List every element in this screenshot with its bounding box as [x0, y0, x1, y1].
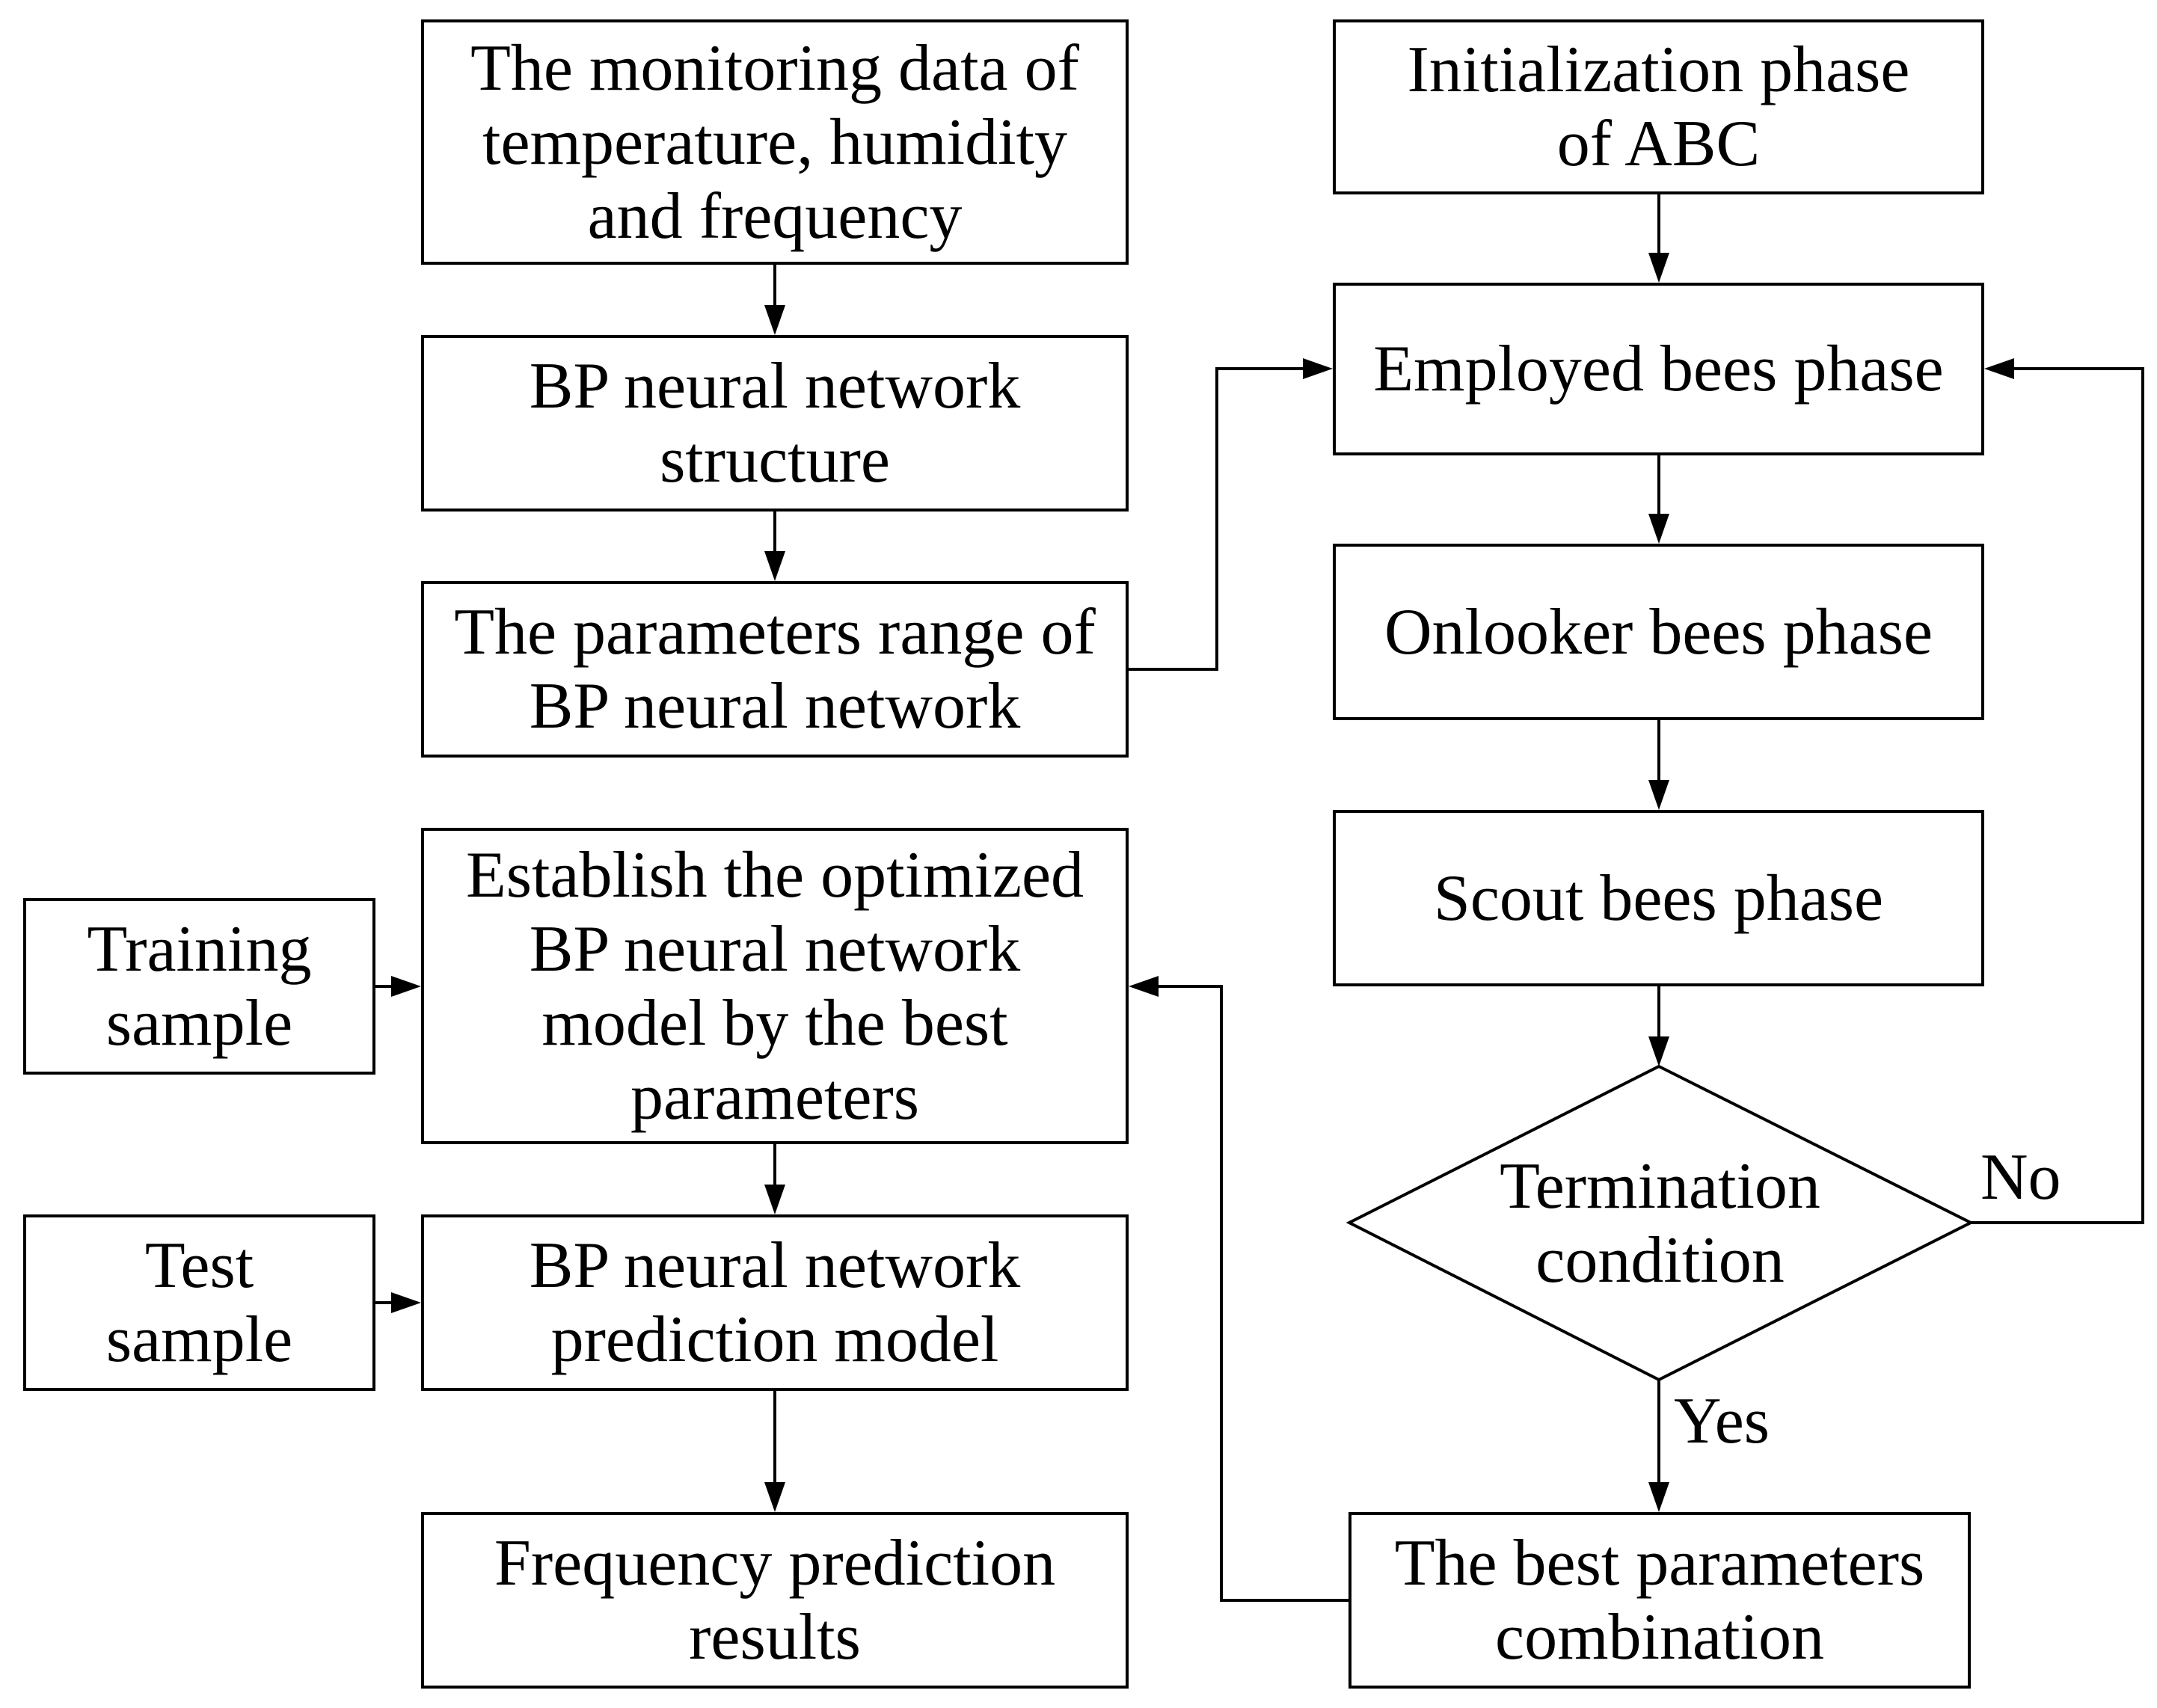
node-label-line: BP neural network [529, 1229, 1021, 1302]
node-test-sample: Test sample [23, 1214, 375, 1391]
edge-label-yes: Yes [1674, 1385, 1770, 1457]
node-termination-condition-label: Termination condition [1349, 1066, 1971, 1380]
node-bp-structure: BP neural network structure [421, 335, 1129, 512]
node-label-line: The best parameters [1394, 1527, 1925, 1600]
edge-termination-no-loop [1971, 358, 2144, 1224]
node-label-line: of ABC [1556, 108, 1761, 180]
node-label-line: Frequency prediction [494, 1527, 1056, 1600]
node-label-line: condition [1535, 1223, 1785, 1297]
node-label-line: Termination [1500, 1149, 1820, 1223]
node-monitoring-data: The monitoring data of temperature, humi… [421, 19, 1129, 265]
node-prediction-results: Frequency prediction results [421, 1512, 1129, 1689]
node-label-line: The parameters range of [454, 596, 1096, 669]
node-label-line: sample [105, 987, 293, 1060]
node-scout-bees-phase: Scout bees phase [1333, 810, 1984, 986]
node-label-line: temperature, humidity [482, 105, 1067, 179]
node-onlooker-bees-phase: Onlooker bees phase [1333, 544, 1984, 720]
node-label-line: Initialization phase [1407, 34, 1910, 106]
node-label-line: BP neural network [529, 350, 1021, 423]
edge-parameters-to-employed-bees [1129, 358, 1333, 671]
node-employed-bees-phase: Employed bees phase [1333, 283, 1984, 455]
node-label-line: Establish the optimized [465, 838, 1084, 912]
node-best-parameters-combination: The best parameters combination [1348, 1512, 1971, 1689]
node-label-line: Scout bees phase [1433, 861, 1884, 935]
node-label-line: model by the best [541, 986, 1008, 1060]
node-label-line: The monitoring data of [470, 31, 1079, 105]
node-label-line: BP neural network [529, 912, 1021, 986]
node-parameters-range: The parameters range of BP neural networ… [421, 581, 1129, 758]
edge-best-parameters-to-establish [1129, 976, 1348, 1602]
node-label-line: results [689, 1601, 861, 1674]
node-label-line: Onlooker bees phase [1384, 595, 1933, 669]
node-label-line: prediction model [550, 1303, 999, 1376]
node-initialization-phase: Initialization phase of ABC [1333, 19, 1984, 194]
node-establish-model: Establish the optimized BP neural networ… [421, 828, 1129, 1144]
node-label-line: combination [1495, 1601, 1824, 1674]
node-prediction-model: BP neural network prediction model [421, 1214, 1129, 1391]
node-label-line: Test [144, 1229, 254, 1302]
node-label-line: Employed bees phase [1373, 333, 1944, 405]
node-label-line: BP neural network [529, 670, 1021, 743]
edge-label-no: No [1980, 1141, 2061, 1214]
node-label-line: sample [105, 1303, 293, 1376]
node-label-line: Training [87, 913, 312, 986]
node-label-line: and frequency [587, 179, 963, 253]
node-training-sample: Training sample [23, 898, 375, 1075]
node-label-line: parameters [630, 1060, 919, 1134]
node-label-line: structure [660, 424, 890, 497]
